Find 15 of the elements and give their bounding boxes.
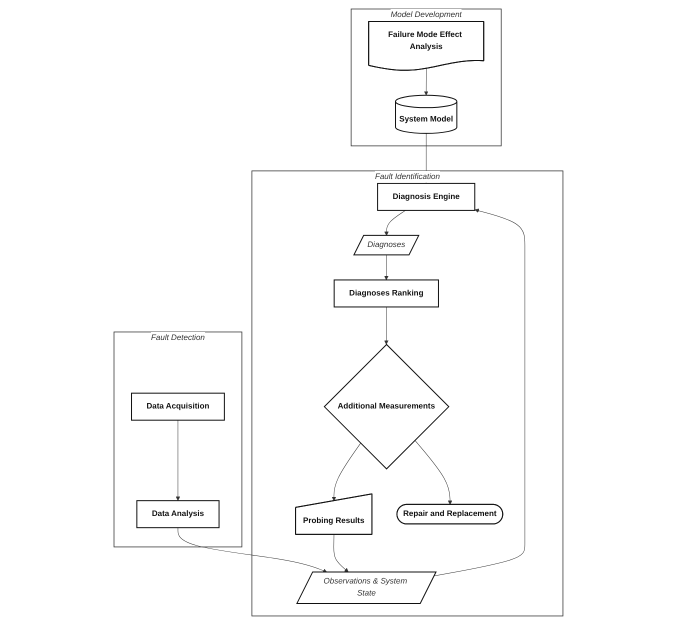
arrow (384, 254, 388, 280)
arrow (384, 210, 406, 236)
node-box: Diagnoses Ranking (333, 279, 438, 308)
arrow (331, 442, 360, 502)
node-box: Data Analysis (136, 500, 220, 528)
node-box: Diagnosis Engine (376, 182, 475, 211)
arrow (333, 534, 348, 572)
arrow (384, 306, 388, 345)
arrow (414, 440, 452, 505)
arrow (424, 68, 428, 96)
node-box: Data Acquisition (130, 392, 224, 421)
arrow (177, 527, 327, 573)
arrow (175, 420, 180, 501)
node-diamond: Additional Measurements (323, 344, 449, 470)
arrow (434, 208, 525, 576)
